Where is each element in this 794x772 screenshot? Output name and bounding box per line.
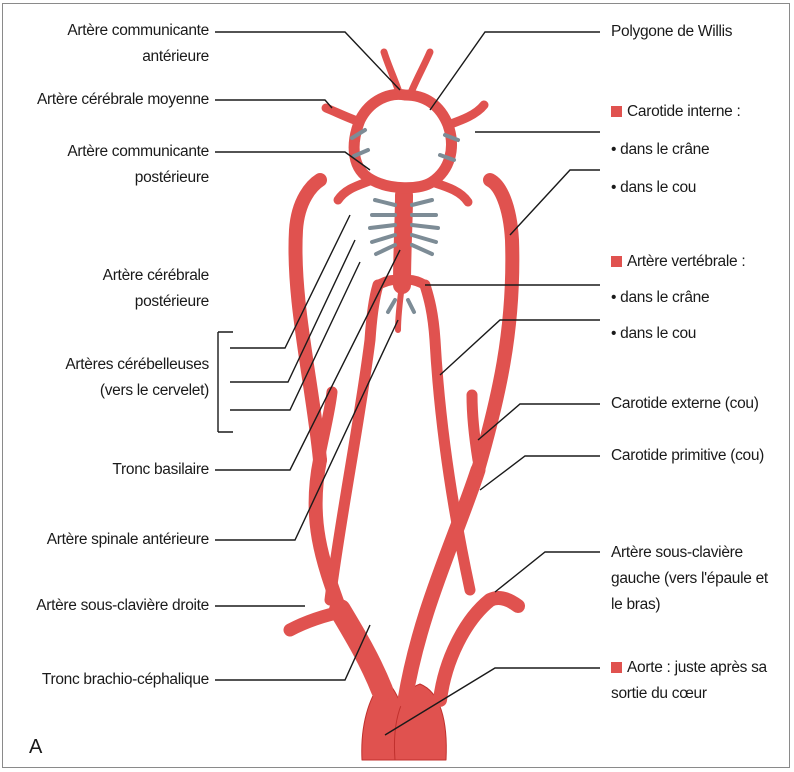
label-tronc-brachio-cephalique: Tronc brachio-céphalique <box>42 667 209 693</box>
leader-acom <box>215 32 400 90</box>
leader-sous-claviere-gauche <box>495 552 600 592</box>
circle-of-willis <box>354 94 451 187</box>
label-artere-spinale-anterieure: Artère spinale antérieure <box>47 527 209 553</box>
left-subclavian-artery <box>440 598 518 700</box>
accent-square-icon <box>611 106 622 117</box>
accent-square-icon <box>611 256 622 267</box>
leader-lines <box>215 32 600 735</box>
label-artere-communicante-anterieure: Artère communicante antérieure <box>67 18 209 70</box>
right-posterior-cerebral <box>338 180 372 200</box>
figure-letter: A <box>29 736 42 759</box>
label-tronc-basilaire: Tronc basilaire <box>112 457 209 483</box>
label-carotide-primitive: Carotide primitive (cou) <box>611 443 764 469</box>
leader-carotide-interne-cou <box>510 170 600 235</box>
leader-acm <box>215 100 332 108</box>
right-external-carotid <box>320 392 332 455</box>
left-middle-cerebral <box>448 105 484 125</box>
left-external-carotid <box>472 395 478 460</box>
right-vertebral-artery <box>330 285 378 600</box>
label-polygone-de-willis: Polygone de Willis <box>611 19 732 45</box>
label-aorte: Aorte : juste après sa sortie du cœur <box>611 655 767 707</box>
leader-carotide-primitive <box>480 456 600 490</box>
basilar-trunk <box>402 195 404 285</box>
leader-acop <box>215 152 370 170</box>
label-artere-vertebrale: Artère vertébrale : • dans le crâne • da… <box>611 244 745 352</box>
label-artere-communicante-posterieure: Artère communicante postérieure <box>67 139 209 191</box>
label-carotide-externe: Carotide externe (cou) <box>611 391 759 417</box>
anterior-cerebral-right <box>384 52 400 95</box>
label-artere-cerebrale-moyenne: Artère cérébrale moyenne <box>37 87 209 113</box>
accent-square-icon <box>611 662 622 673</box>
anterior-spinal-artery <box>398 285 402 330</box>
left-posterior-cerebral <box>432 182 468 202</box>
leader-willis <box>430 32 600 110</box>
label-arteres-cerebelleuses: Artères cérébelleuses (vers le cervelet) <box>65 352 209 404</box>
label-artere-sous-claviere-droite: Artère sous-clavière droite <box>36 593 209 619</box>
label-artere-sous-claviere-gauche: Artère sous-clavière gauche (vers l'épau… <box>611 540 768 618</box>
label-artere-cerebrale-posterieure: Artère cérébrale postérieure <box>103 263 209 315</box>
label-carotide-interne: Carotide interne : • dans le crâne • dan… <box>611 93 741 207</box>
leader-vertebrale-cou <box>440 320 600 375</box>
anterior-cerebral-left <box>410 52 430 95</box>
right-middle-cerebral <box>326 108 360 122</box>
